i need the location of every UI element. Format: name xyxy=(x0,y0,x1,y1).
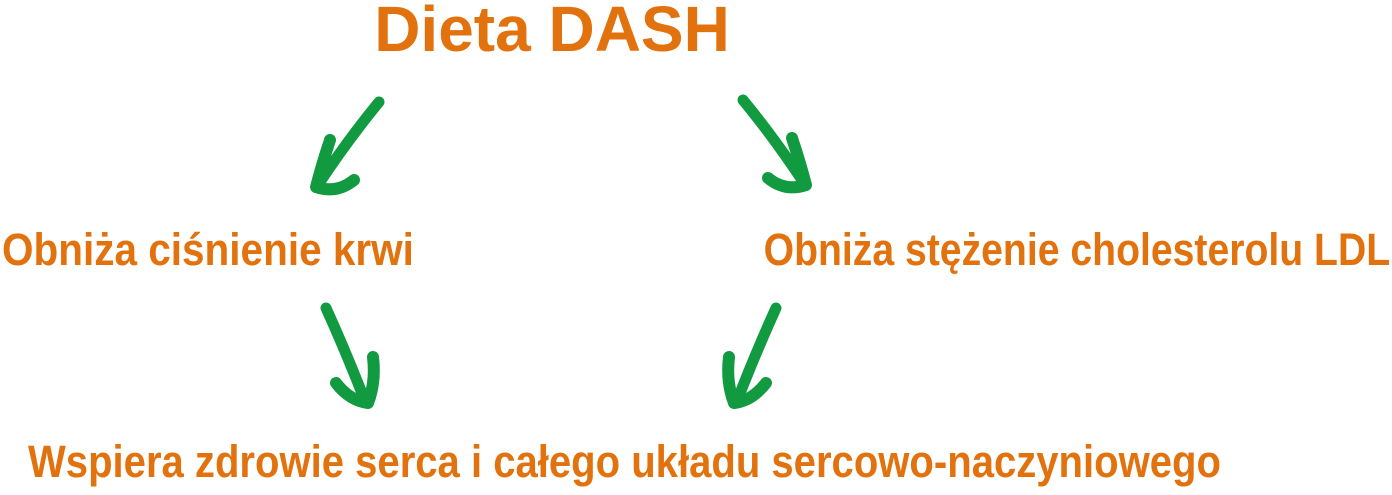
down-right-arrow-icon xyxy=(320,302,380,409)
down-left-arrow-icon xyxy=(722,302,782,409)
arrow-head xyxy=(330,351,380,409)
arrow-head xyxy=(762,132,812,194)
down-right-arrow-icon xyxy=(737,94,812,194)
right-branch-label: Obniża stężenie cholesterolu LDL xyxy=(763,224,1390,275)
diagram-title: Dieta DASH xyxy=(374,0,730,65)
outcome-label: Wspiera zdrowie serca i całego układu se… xyxy=(28,436,1221,487)
arrow-head xyxy=(722,351,772,409)
down-left-arrow-icon xyxy=(310,96,385,196)
arrow-shaft xyxy=(731,302,782,407)
arrow-title-to-left-branch xyxy=(292,94,392,202)
arrow-left-branch-to-outcome xyxy=(308,302,388,414)
left-branch-label: Obniża ciśnienie krwi xyxy=(2,224,414,275)
arrow-title-to-right-branch xyxy=(730,92,830,200)
arrow-head xyxy=(310,134,360,196)
arrow-shaft xyxy=(320,302,371,407)
arrow-right-branch-to-outcome xyxy=(714,302,794,414)
